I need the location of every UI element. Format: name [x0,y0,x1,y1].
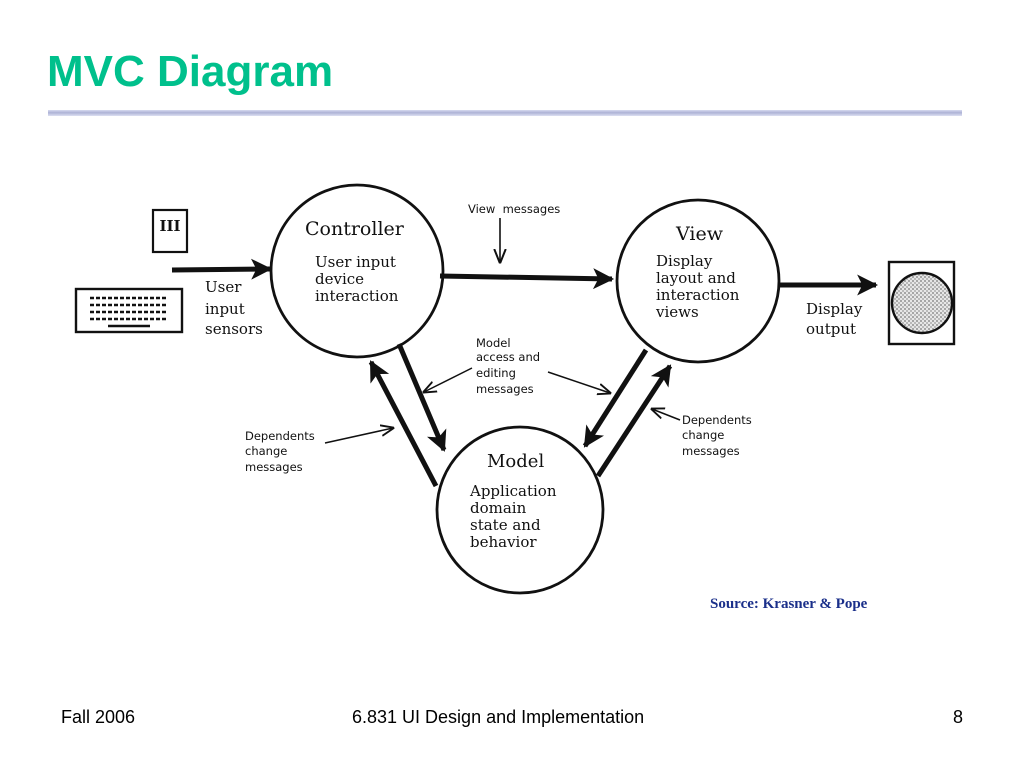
display-output-line-1: Display [806,300,863,318]
view-line-1: Display [656,252,713,270]
slide-title: MVC Diagram [47,47,334,96]
dependents-left-line-2: change [245,444,287,458]
view-node [615,198,781,364]
display-output-line-2: output [806,320,856,338]
dependents-left-line-1: Dependents [245,429,315,443]
user-input-sensors-line-1: User [205,278,242,296]
view-messages-label: View messages [468,202,560,216]
dependents-right-line-3: messages [682,444,740,458]
controller-line-1: User input [315,253,396,271]
model-line-3: state and [470,516,541,534]
dependents-left-line-3: messages [245,460,303,474]
model-node [435,425,605,595]
view-title: View [675,223,724,245]
footer-date: Fall 2006 [61,707,136,727]
user-input-sensors-line-2: input [205,300,245,318]
dependents-right-arrow [652,409,681,421]
model-messages-left-arrow [424,367,473,392]
view-to-model-arrow [582,348,649,448]
title-divider [48,110,962,116]
model-to-view-arrow [595,364,673,478]
view-line-4: views [655,303,699,321]
view-line-3: interaction [656,286,740,304]
footer-course: 6.831 UI Design and Implementation [352,707,645,727]
controller-to-model-arrow [396,343,447,452]
terminal-icon: III [151,208,189,254]
user-input-sensors-line-3: sensors [205,320,263,338]
controller-to-view-arrow [439,268,615,290]
model-to-controller-arrow [368,360,439,488]
keyboard-icon [74,287,184,334]
controller-title: Controller [305,218,405,240]
model-messages-right-arrow [547,371,610,393]
model-messages-line-3: editing [476,366,516,380]
footer-page-number: 8 [953,707,964,727]
model-messages-line-2: access and [476,350,540,364]
model-line-1: Application [469,482,557,500]
model-line-2: domain [470,499,527,517]
dependents-right-line-1: Dependents [682,413,752,427]
model-line-4: behavior [470,533,537,551]
source-citation: Source: Krasner & Pope [710,596,868,612]
model-messages-line-1: Model [476,336,511,350]
controller-line-3: interaction [315,287,399,305]
controller-line-2: device [315,270,364,288]
dependents-right-line-2: change [682,428,724,442]
input-to-controller-arrow [171,258,273,280]
view-line-2: layout and [656,269,736,287]
monitor-icon [887,260,956,346]
dependents-left-arrow [324,428,393,444]
model-title: Model [487,451,544,472]
model-messages-line-4: messages [476,382,534,396]
terminal-glyph: III [159,217,180,235]
